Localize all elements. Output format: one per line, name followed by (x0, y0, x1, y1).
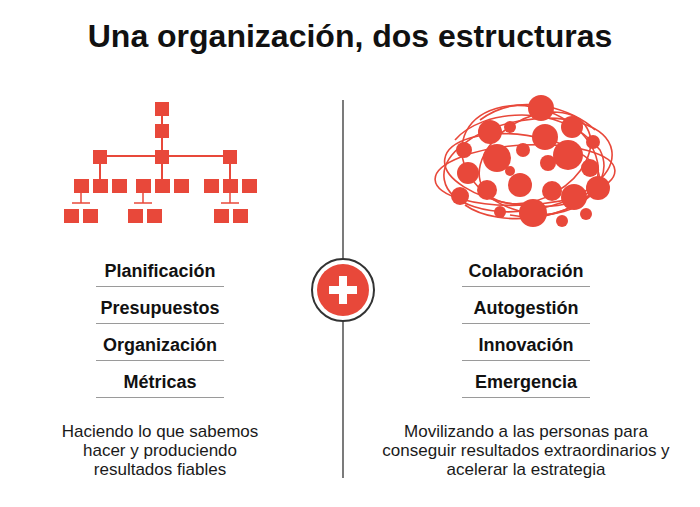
org-chart (64, 102, 257, 223)
list-item: Innovación (462, 335, 590, 361)
list-item: Organización (96, 335, 224, 361)
network-cluster (434, 87, 620, 233)
plus-symbol (312, 259, 374, 321)
column-caption: Haciendo lo que sabemos hacer y producie… (44, 422, 276, 479)
title: Una organización, dos estructuras (88, 18, 613, 55)
list-item: Métricas (96, 372, 224, 398)
column-caption: Movilizando a las personas para consegui… (376, 422, 676, 479)
list-item: Presupuestos (96, 298, 224, 324)
list-item: Autogestión (462, 298, 590, 324)
list-item: Emergencia (462, 372, 590, 398)
list-item: Colaboración (462, 261, 590, 287)
list-item: Planificación (96, 261, 224, 287)
